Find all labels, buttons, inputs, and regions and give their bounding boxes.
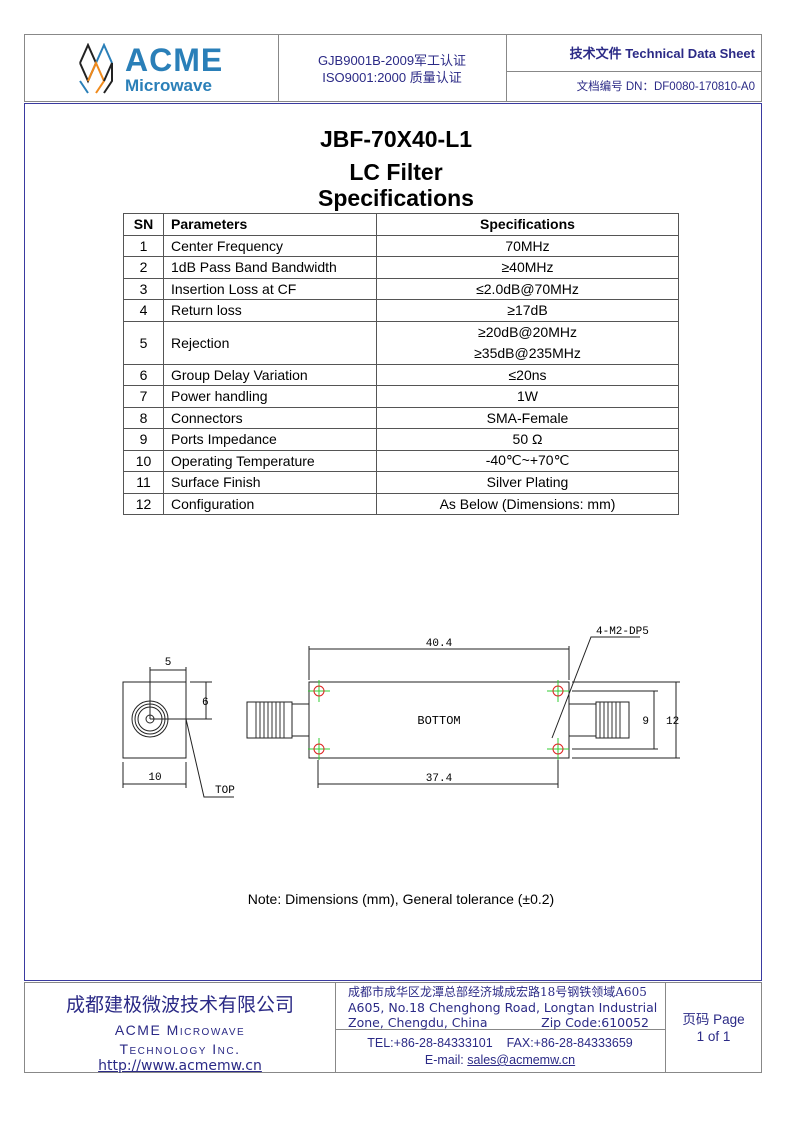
header: ACME Microwave GJB9001B-2009军工认证 ISO9001… [24, 34, 762, 102]
page-cell: 页码 Page 1 of 1 [666, 1011, 761, 1045]
specs-title: Specifications [318, 185, 474, 211]
company-name-cn: 成都建极微波技术有限公司 [65, 995, 294, 1016]
logo-text: ACME [125, 42, 224, 78]
doc-type: 技术文件 Technical Data Sheet [507, 35, 761, 72]
address-en-1: A605, No.18 Chenghong Road, Longtan Indu… [348, 1000, 658, 1015]
parameter: Connectors [163, 406, 377, 429]
certifications: GJB9001B-2009军工认证 ISO9001:2000 质量认证 [278, 35, 507, 101]
sn: 5 [123, 320, 164, 365]
page-number: 1 of 1 [696, 1029, 731, 1044]
content-frame [24, 103, 762, 981]
contact-cell: TEL:+86-28-84333101 FAX:+86-28-84333659 … [335, 1030, 666, 1072]
company-name-en-1: ACME Microwave [114, 1022, 246, 1038]
website-link[interactable]: http://www.acmemw.cn [98, 1058, 262, 1074]
top-label: TOP [215, 785, 235, 797]
address-en-2: Zone, Chengdu, China Zip Code:610052 [348, 1015, 665, 1030]
dim-12: 12 [666, 716, 679, 728]
email-line: E-mail: sales@acmemw.cn [335, 1052, 665, 1069]
address-en-2-text: Zone, Chengdu, China [348, 1015, 488, 1030]
dim-9: 9 [642, 716, 649, 728]
connector-threads [255, 702, 621, 738]
dim-6: 6 [202, 697, 209, 709]
logo-mark-icon [79, 43, 113, 94]
company-name-en-2: Technology Inc. [119, 1041, 241, 1057]
logo-subtext: Microwave [125, 76, 212, 95]
header-parameters: Parameters [163, 213, 377, 236]
parameter: Power handling [163, 385, 377, 408]
email-label: E-mail: [424, 1053, 468, 1067]
specification: As Below (Dimensions: mm) [376, 492, 679, 515]
logo-cell: ACME Microwave [25, 35, 279, 101]
parameter: Group Delay Variation [163, 363, 377, 386]
bottom-label: BOTTOM [417, 714, 460, 728]
dim-5: 5 [165, 657, 172, 669]
specification: ≥20dB@20MHz ≥35dB@235MHz [376, 320, 679, 365]
mounting-holes [308, 680, 569, 760]
address-cn: 成都市成华区龙潭总部经济城成宏路18号钢铁领域A605 [348, 985, 647, 999]
model-title: JBF-70X40-L1 [319, 126, 473, 152]
tel-fax: TEL:+86-28-84333101 FAX:+86-28-84333659 [367, 1036, 633, 1050]
zip-code: Zip Code:610052 [541, 1015, 649, 1030]
specification: Silver Plating [376, 471, 679, 494]
dim-10: 10 [148, 772, 161, 784]
tolerance-note: Note: Dimensions (mm), General tolerance… [247, 891, 555, 907]
parameter: Return loss [163, 299, 377, 322]
company-cell: 成都建极微波技术有限公司 ACME Microwave Technology I… [25, 983, 336, 1074]
bottom-view [246, 636, 680, 788]
rejection-spec-1: ≥20dB@20MHz [478, 323, 577, 340]
holes-label: 4-M2-DP5 [596, 626, 649, 638]
parameter: Configuration [163, 492, 377, 515]
product-title: LC Filter [349, 159, 443, 185]
cert-gjb: GJB9001B-2009军工认证 [317, 53, 467, 68]
sn: 12 [123, 492, 164, 515]
header-sn: SN [123, 213, 164, 236]
doc-number: 文档编号 DN：DF0080-170810-A0 [576, 81, 755, 93]
dim-40-4: 40.4 [426, 638, 453, 650]
top-view [122, 667, 234, 798]
cert-iso: ISO9001:2000 质量认证 [322, 70, 462, 85]
email-link[interactable]: sales@acmemw.cn [467, 1053, 576, 1067]
dim-37-4: 37.4 [426, 773, 453, 785]
footer: 成都建极微波技术有限公司 ACME Microwave Technology I… [24, 982, 762, 1074]
page-label: 页码 Page [682, 1012, 745, 1027]
rejection-spec-2: ≥35dB@235MHz [474, 344, 581, 361]
address-cell: 成都市成华区龙潭总部经济城成宏路18号钢铁领域A605 A605, No.18 … [335, 983, 666, 1030]
parameter: Rejection [163, 320, 377, 365]
